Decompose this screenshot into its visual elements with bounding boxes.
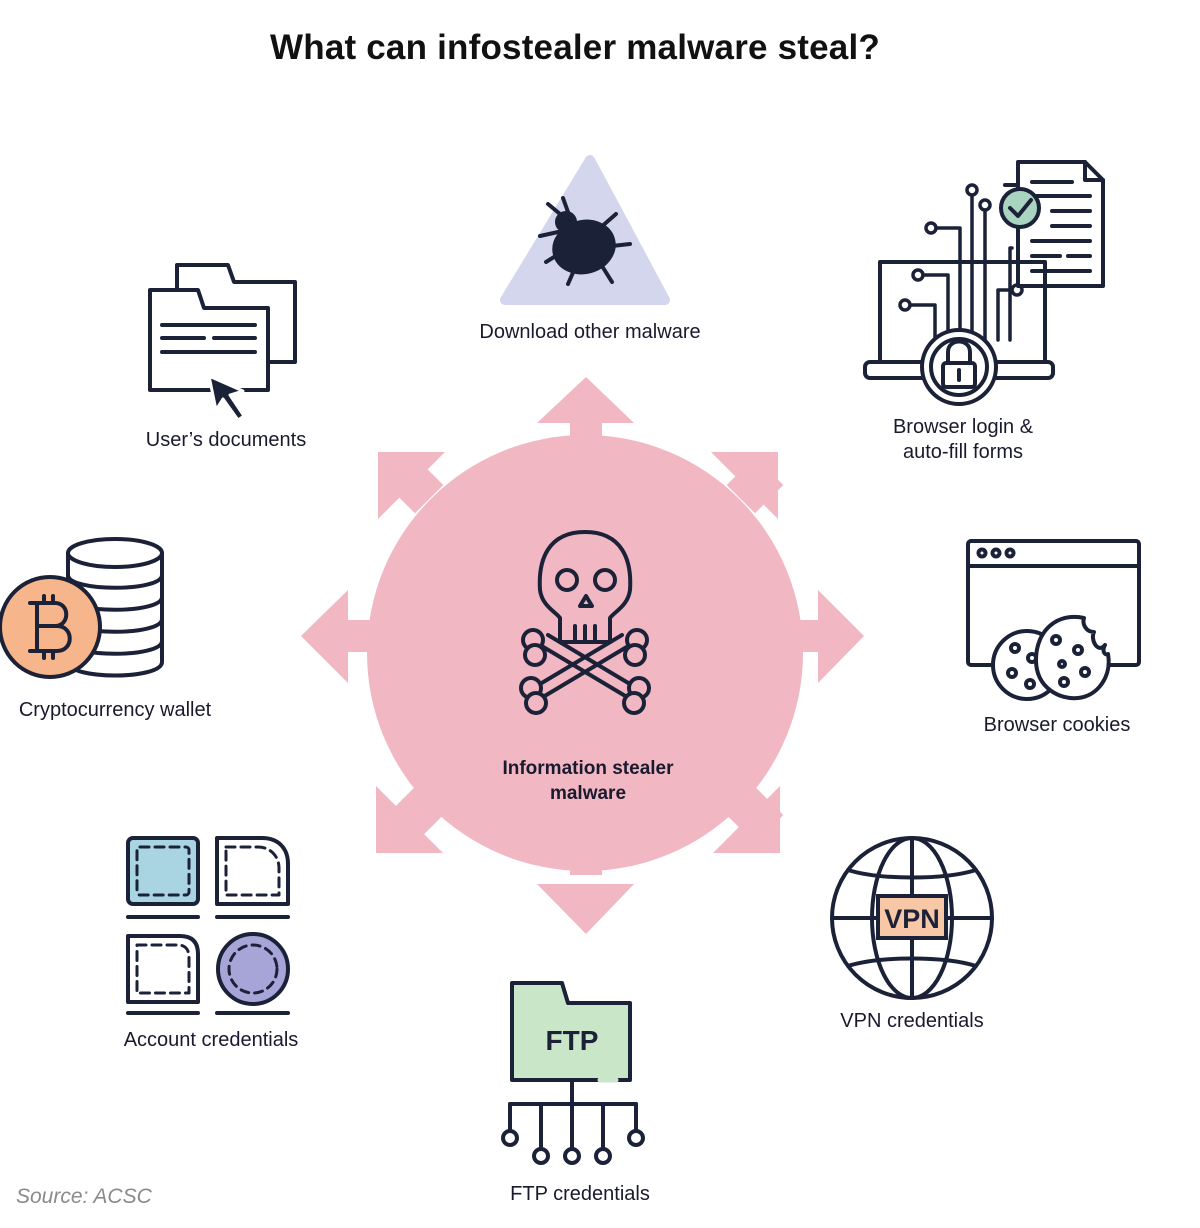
hub-circle	[367, 435, 803, 871]
hub-label-line2: malware	[549, 783, 627, 804]
credential-grid-icon	[126, 836, 290, 1015]
browser-window-icon	[966, 539, 1141, 701]
circuit-lines	[898, 183, 1024, 342]
source-credit: Source: ACSC	[16, 1185, 152, 1208]
browser-login-label-line1: Browser login &	[892, 416, 1034, 438]
ftp-credentials-label: FTP credentials	[510, 1183, 650, 1205]
hub-arrows	[301, 377, 864, 934]
skull-crossbones-icon	[519, 530, 651, 715]
vpn-credentials-label: VPN credentials	[840, 1010, 984, 1032]
folder-documents-icon	[148, 263, 297, 422]
database-coins-icon	[0, 537, 164, 679]
vpn-badge: VPN	[876, 894, 948, 940]
page-title: What can infostealer malware steal?	[270, 28, 880, 67]
document-stack	[1003, 160, 1105, 288]
globe-icon	[830, 836, 994, 1000]
checkmark-icon	[999, 187, 1041, 229]
download-malware-label: Download other malware	[479, 321, 701, 343]
lock-icon	[920, 328, 998, 406]
download-malware-illustration	[500, 155, 670, 305]
hub-label-line1: Information stealer	[502, 758, 674, 779]
account-credentials-label: Account credentials	[123, 1029, 299, 1051]
crypto-wallet-label: Cryptocurrency wallet	[18, 699, 212, 721]
skull-eye-right	[593, 568, 617, 592]
folder-network-icon	[501, 981, 645, 1165]
skull-eye-left	[555, 568, 579, 592]
laptop-lock-icon	[863, 160, 1105, 406]
vpn-badge-text: VPN	[884, 904, 940, 934]
ftp-badge-text: FTP	[546, 1025, 599, 1056]
bitcoin-icon	[0, 575, 102, 679]
bug-icon	[538, 196, 632, 286]
skull-nose	[578, 594, 594, 608]
browser-cookies-label: Browser cookies	[983, 714, 1131, 736]
browser-login-label-line2: auto-fill forms	[902, 441, 1024, 463]
users-documents-label: User’s documents	[145, 429, 307, 451]
hub-label: Information stealer malware	[470, 756, 706, 806]
cookie-icon	[991, 614, 1111, 701]
crossbones	[519, 628, 651, 715]
cursor-icon	[207, 374, 246, 422]
browser-login-label: Browser login & auto-fill forms	[852, 415, 1074, 465]
